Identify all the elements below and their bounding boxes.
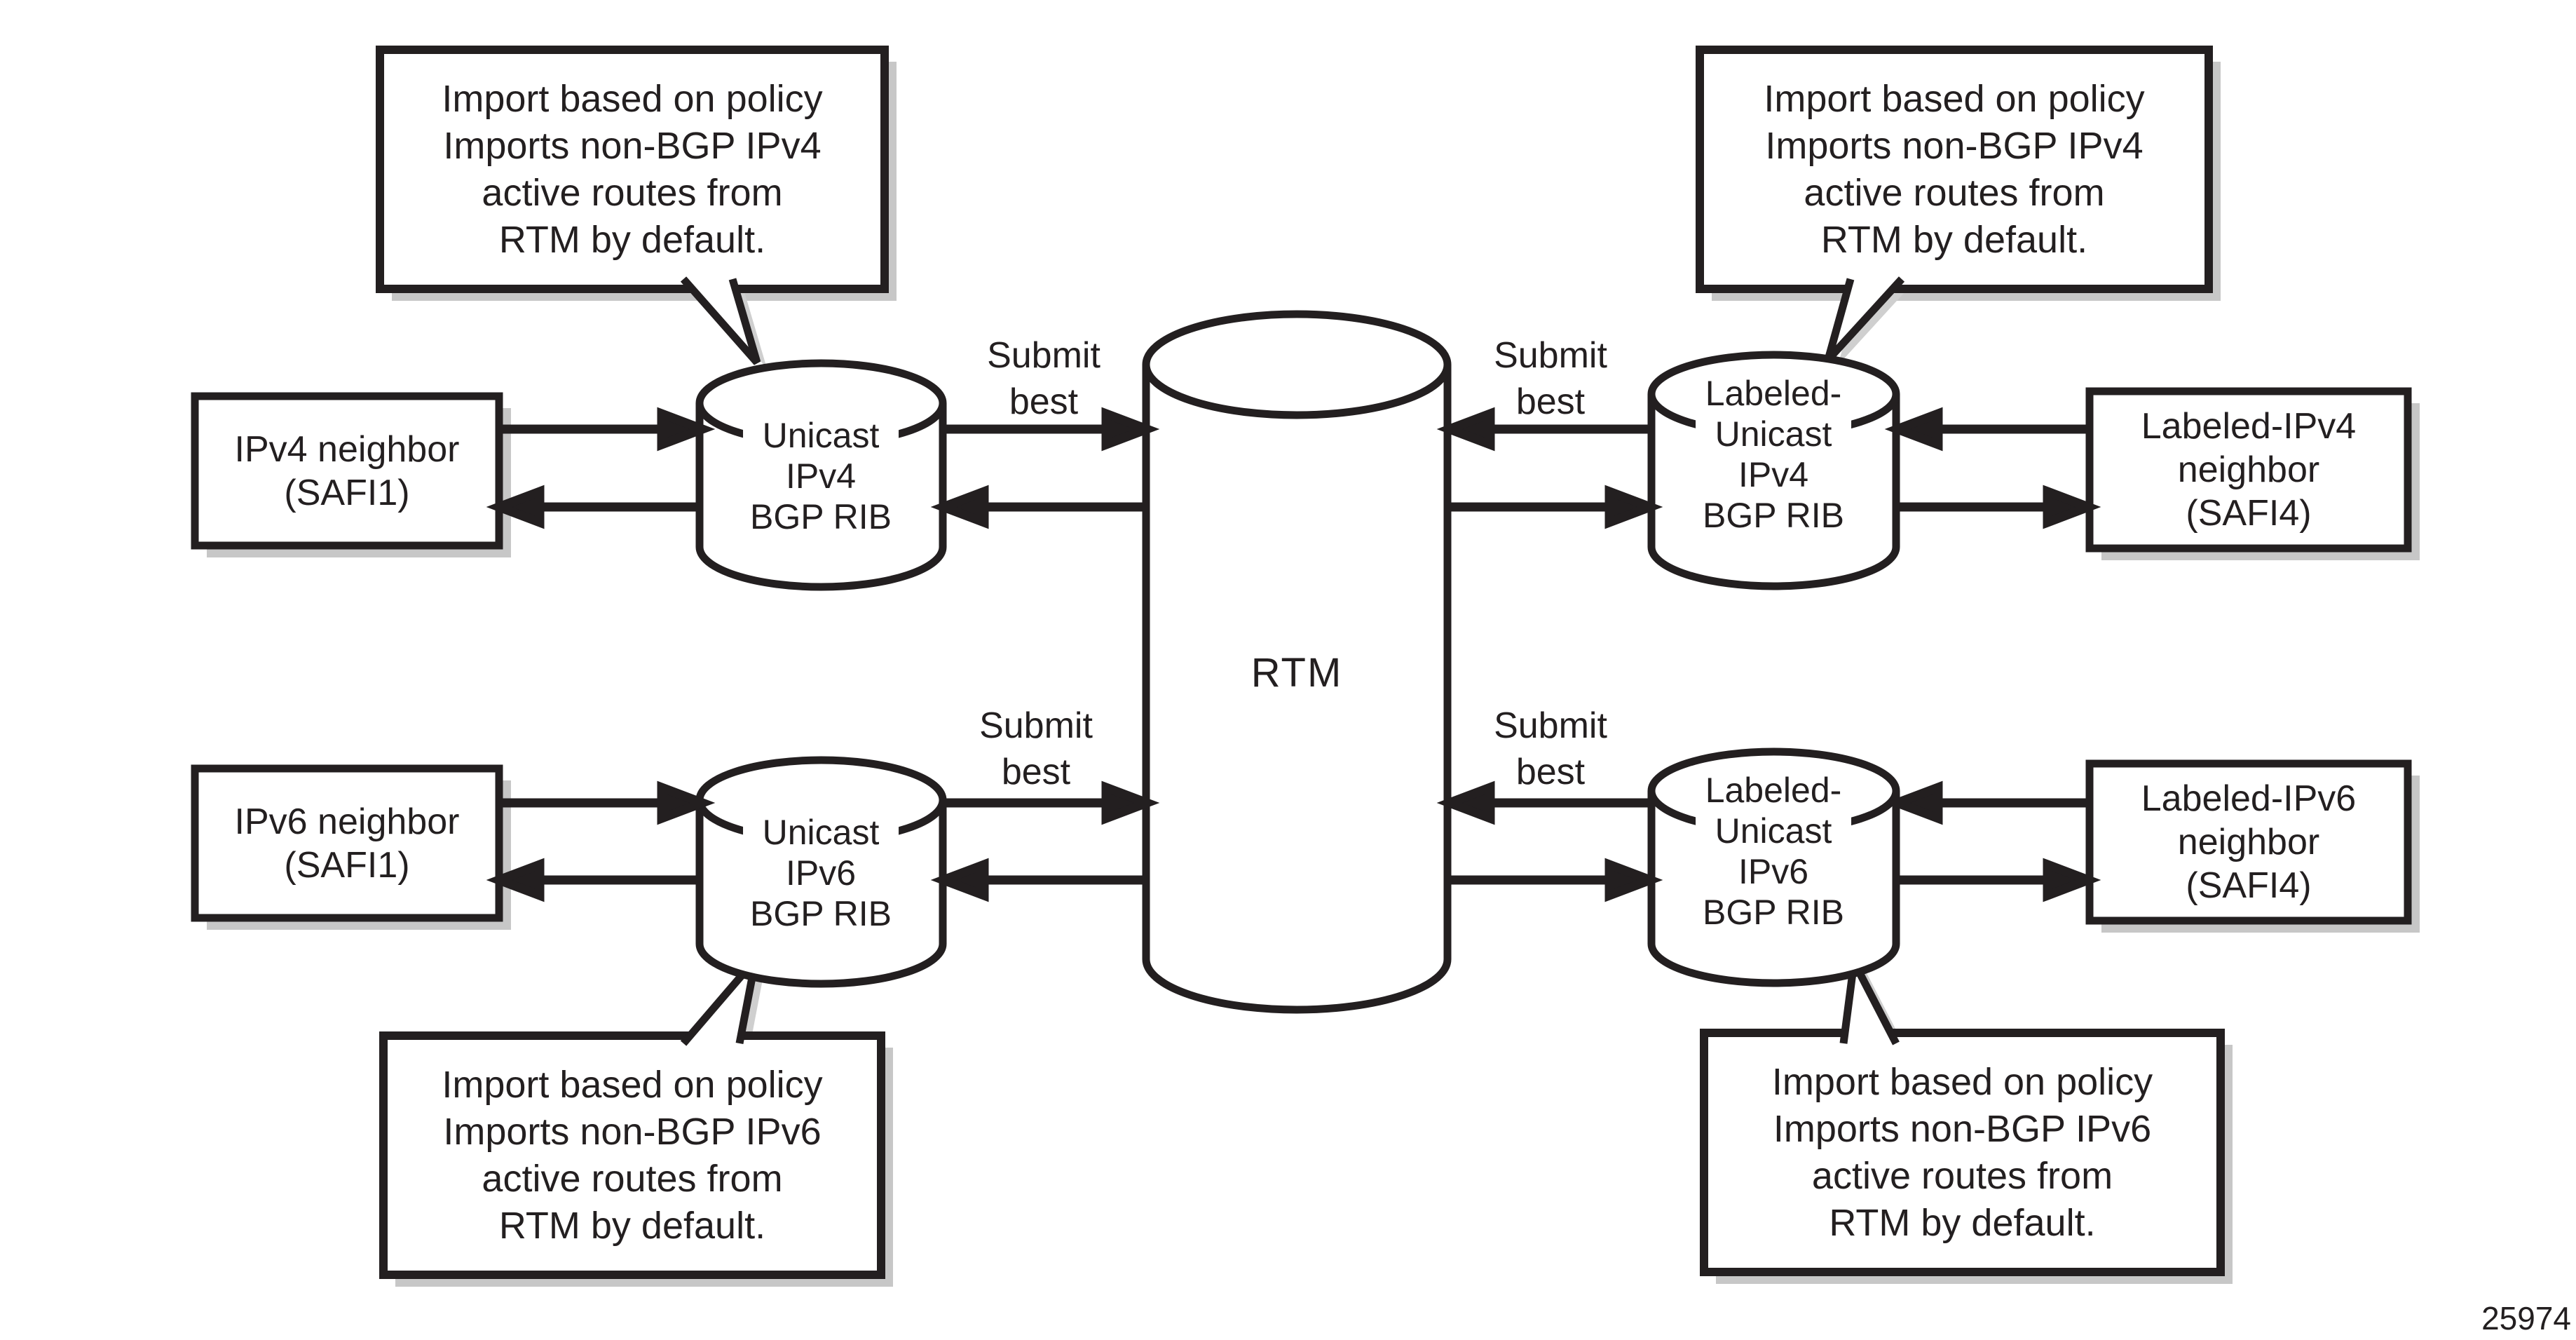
callout-top-left-text: Import based on policy Imports non-BGP I… — [442, 77, 823, 261]
submit-best-label-top-right: Submit best — [1494, 335, 1607, 422]
unicast-ipv6-rib-label: Unicast IPv6 BGP RIB — [743, 812, 899, 934]
callout-bottom-right-text: Import based on policy Imports non-BGP I… — [1771, 1060, 2153, 1244]
arrows — [486, 407, 2101, 902]
submit-best-label-bottom-left: Submit best — [979, 705, 1093, 792]
arrow-rib-to-ipv6-neighbor — [486, 858, 700, 902]
callout-top-left-shape — [376, 46, 889, 293]
ipv6-neighbor-label: IPv6 neighbor (SAFI1) — [234, 801, 460, 886]
labeled-ipv6-neighbor-box-shape — [2085, 759, 2412, 925]
labeled-ipv4-neighbor-box-shape — [2085, 387, 2412, 553]
callout-tail-top-left — [680, 276, 761, 365]
arrow-labeled-ipv4-neighbor-to-rib — [1884, 407, 2090, 452]
arrow-labeled-ipv4-rib-submit-best-to-rtm — [1436, 407, 1651, 452]
arrow-ipv6-neighbor-to-rib — [500, 780, 716, 825]
figure-number: 25974 — [2481, 1300, 2571, 1336]
submit-best-label-bottom-right: Submit best — [1494, 705, 1607, 792]
submit-best-label-top-left: Submit best — [987, 335, 1100, 422]
callout-boxes — [376, 46, 2225, 1279]
arrow-ipv6-rib-submit-best-to-rtm — [943, 780, 1160, 825]
neighbor-boxes — [191, 387, 2412, 925]
arrow-ipv4-neighbor-to-rib — [500, 407, 716, 452]
callout-bottom-left-shape — [379, 1031, 885, 1279]
cylinder-rtm — [1142, 310, 1452, 1014]
ipv4-neighbor-label: IPv4 neighbor (SAFI1) — [234, 428, 460, 513]
arrow-labeled-ipv6-rib-submit-best-to-rtm — [1436, 780, 1651, 825]
labeled-ipv4-neighbor-label: Labeled-IPv4 neighbor (SAFI4) — [2141, 406, 2357, 534]
arrow-rtm-to-ipv4-rib — [930, 485, 1147, 529]
arrow-rib-to-ipv4-neighbor — [486, 485, 700, 529]
callout-bottom-left-text: Import based on policy Imports non-BGP I… — [442, 1063, 823, 1247]
callout-top-right-text: Import based on policy Imports non-BGP I… — [1764, 77, 2145, 261]
unicast-ipv4-rib-label: Unicast IPv4 BGP RIB — [743, 415, 899, 537]
arrow-rtm-to-labeled-ipv4-rib — [1447, 485, 1663, 529]
arrow-rib-to-labeled-ipv6-neighbor — [1896, 858, 2101, 902]
callout-bottom-right-shape — [1700, 1029, 2225, 1276]
arrow-labeled-ipv6-neighbor-to-rib — [1884, 780, 2090, 825]
rtm-label: RTM — [1250, 650, 1343, 696]
arrow-rib-to-labeled-ipv4-neighbor — [1896, 485, 2101, 529]
labeled-unicast-ipv6-rib-label: Labeled- Unicast IPv6 BGP RIB — [1696, 770, 1851, 933]
labeled-unicast-ipv4-rib-label: Labeled- Unicast IPv4 BGP RIB — [1696, 373, 1851, 536]
arrow-rtm-to-labeled-ipv6-rib — [1447, 858, 1663, 902]
ipv6-neighbor-box-shape — [191, 764, 503, 922]
labeled-ipv6-neighbor-label: Labeled-IPv6 neighbor (SAFI4) — [2141, 778, 2357, 906]
callout-top-right-shape — [1696, 46, 2213, 293]
ipv4-neighbor-box-shape — [191, 392, 503, 550]
arrow-rtm-to-ipv6-rib — [930, 858, 1147, 902]
arrow-ipv4-rib-submit-best-to-rtm — [943, 407, 1160, 452]
